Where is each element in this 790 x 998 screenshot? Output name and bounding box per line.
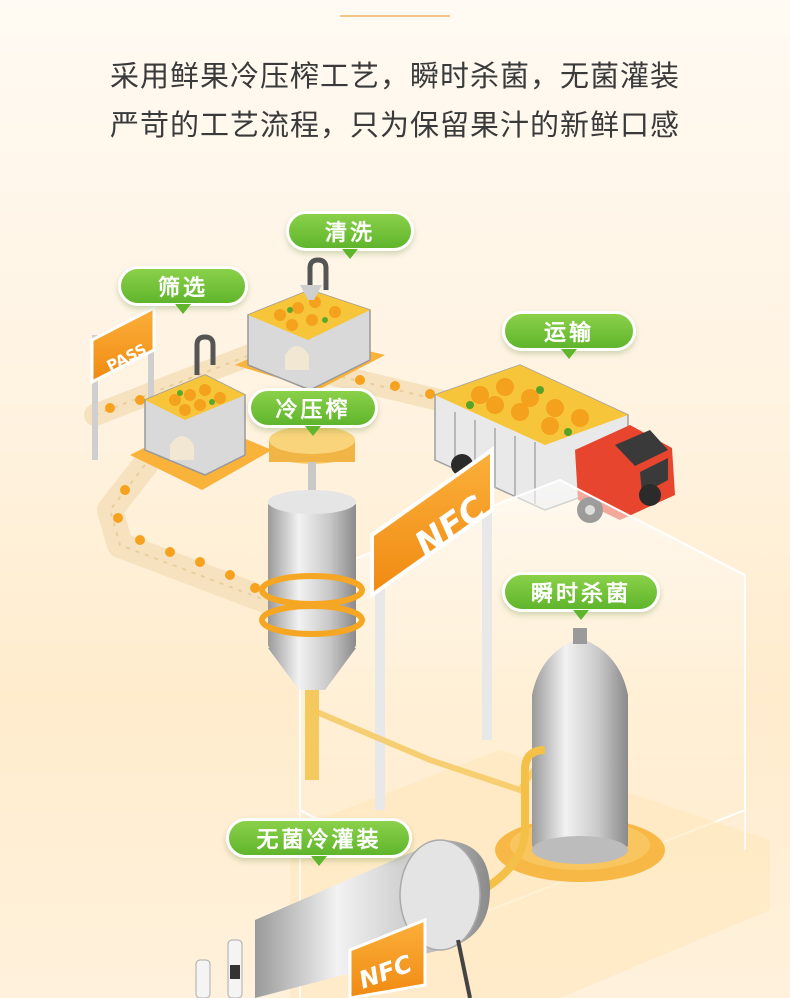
- sterilizer-tank: [463, 628, 665, 904]
- headline: 采用鲜果冷压榨工艺，瞬时杀菌，无菌灌装 严苛的工艺流程，只为保留果汁的新鲜口感: [0, 52, 790, 150]
- washing-station: [235, 257, 385, 391]
- tag-transport: 运输: [502, 311, 636, 359]
- headline-line-2: 严苛的工艺流程，只为保留果汁的新鲜口感: [109, 108, 680, 142]
- headline-line-1: 采用鲜果冷压榨工艺，瞬时杀菌，无菌灌装: [109, 59, 680, 93]
- screening-station: [130, 334, 272, 490]
- process-illustration: PASS: [84, 257, 770, 998]
- tag-wash: 清洗: [286, 211, 414, 259]
- tag-aseptic-fill: 无菌冷灌装: [226, 818, 412, 866]
- tag-screen: 筛选: [118, 266, 248, 314]
- filling-machine: NFC: [195, 839, 490, 998]
- tag-cold-press: 冷压榨: [248, 388, 378, 436]
- oranges-on-belt: [105, 363, 435, 593]
- cold-press-machine: [259, 426, 365, 780]
- truck: [434, 364, 675, 523]
- tag-sterilize: 瞬时杀菌: [502, 572, 660, 620]
- top-divider: [340, 15, 450, 17]
